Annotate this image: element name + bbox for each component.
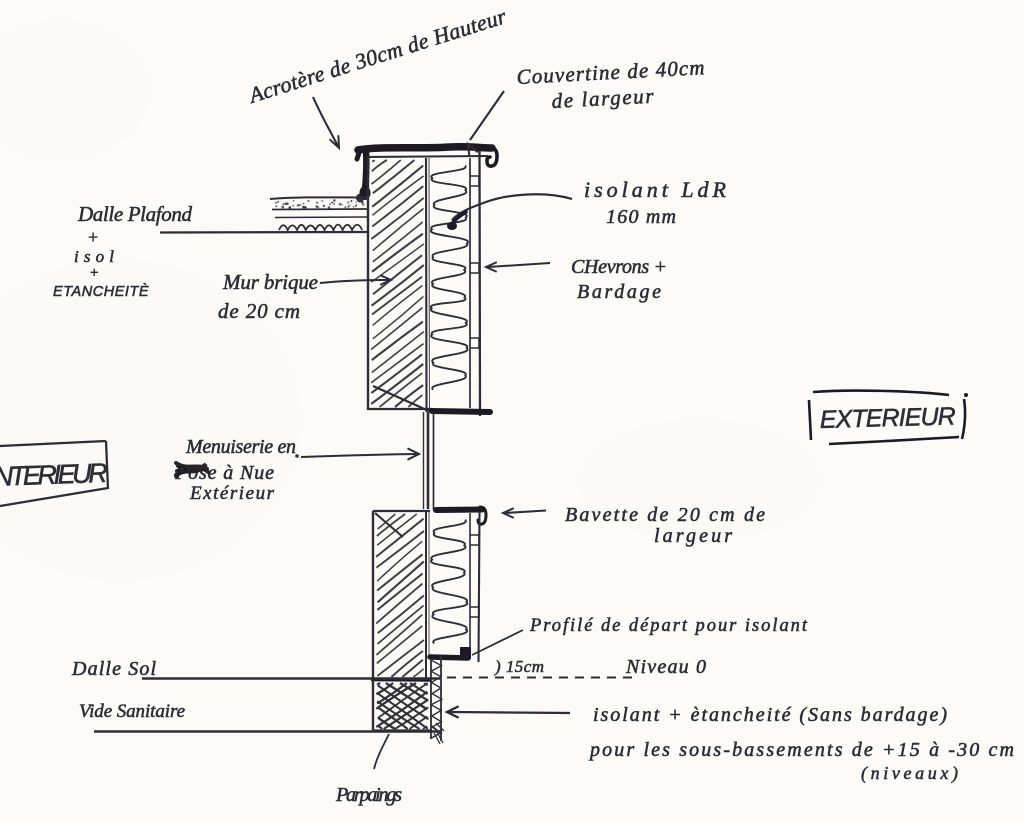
svg-text:) 15cm: ) 15cm xyxy=(494,657,544,676)
svg-text:Bavette de 20 cm de: Bavette de 20 cm de xyxy=(565,504,765,526)
svg-text:de largeur: de largeur xyxy=(551,84,655,113)
svg-text:de 20 cm: de 20 cm xyxy=(218,299,300,323)
svg-text:Dalle Plafond: Dalle Plafond xyxy=(77,202,193,226)
svg-text:Dalle Sol: Dalle Sol xyxy=(71,658,156,680)
svg-text:Parpaings: Parpaings xyxy=(335,784,402,806)
svg-text:INTERIEUR: INTERIEUR xyxy=(0,458,108,492)
svg-text:Mur brique: Mur brique xyxy=(222,270,318,294)
svg-text:Extérieur: Extérieur xyxy=(189,483,275,504)
svg-text:160 mm: 160 mm xyxy=(606,206,676,228)
svg-text:isolant LdR: isolant LdR xyxy=(584,177,727,202)
svg-text:EXTERIEUR: EXTERIEUR xyxy=(819,402,956,434)
svg-text:pour les sous-bassements de +: pour les sous-bassements de +15 à -30 cm xyxy=(588,739,1014,761)
svg-text:Bardage: Bardage xyxy=(577,281,661,303)
svg-text:CHevrons +: CHevrons + xyxy=(571,256,667,278)
svg-text:Niveau 0: Niveau 0 xyxy=(625,656,706,678)
svg-text:largeur: largeur xyxy=(654,525,732,547)
svg-text:ETANCHEITÈ: ETANCHEITÈ xyxy=(53,283,149,300)
svg-text:Profilé de départ pour isolant: Profilé de départ pour isolant xyxy=(529,616,808,636)
svg-text:isolant + ètancheité (Sans ba: isolant + ètancheité (Sans bardage) xyxy=(593,704,947,726)
svg-text:Vide Sanitaire: Vide Sanitaire xyxy=(79,701,185,722)
svg-text:(niveaux): (niveaux) xyxy=(861,763,958,784)
svg-text:+: + xyxy=(90,265,98,281)
svg-text:+: + xyxy=(88,227,98,247)
svg-text:Menuiserie en: Menuiserie en xyxy=(185,436,296,458)
